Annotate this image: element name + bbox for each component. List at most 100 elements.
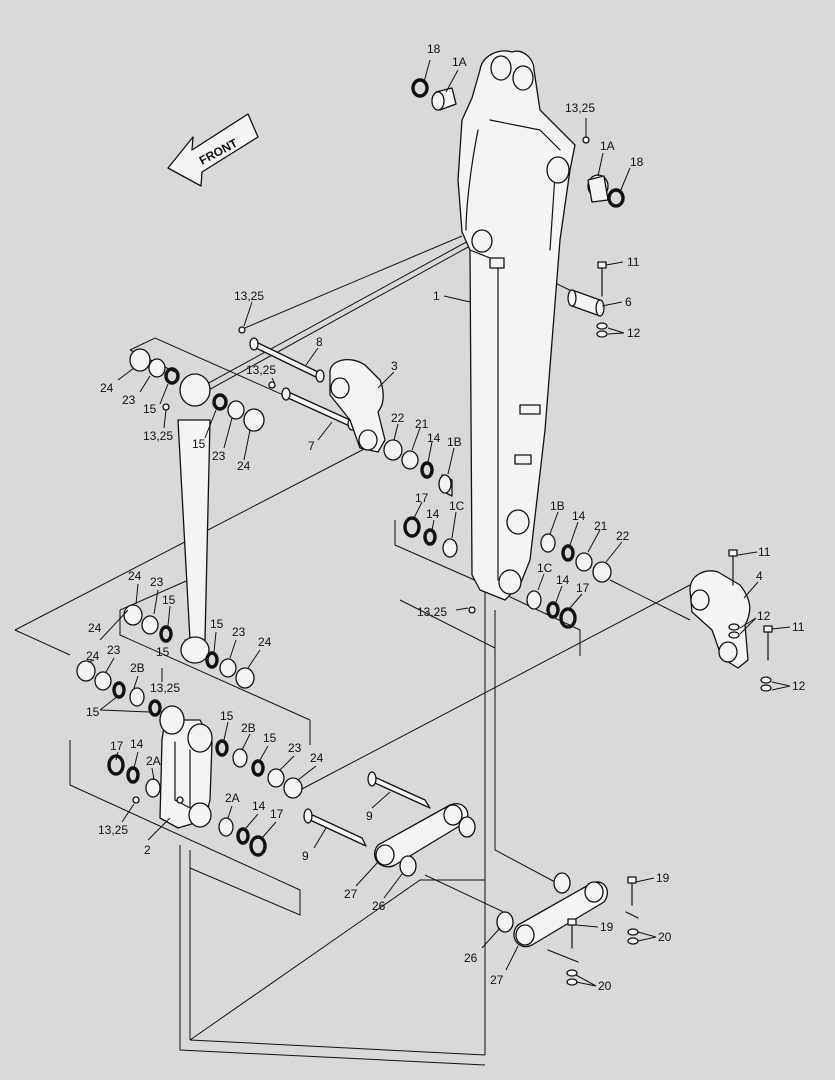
label-8: 8 bbox=[316, 335, 323, 349]
top-bushings bbox=[411, 78, 625, 208]
label-23: 23 bbox=[150, 575, 164, 589]
pins-8-7 bbox=[238, 326, 357, 431]
label-2b: 2B bbox=[241, 721, 256, 735]
label-20: 20 bbox=[598, 979, 612, 993]
assembly-lines bbox=[14, 235, 691, 1066]
label-11: 11 bbox=[627, 255, 640, 269]
label-15: 15 bbox=[86, 705, 100, 719]
label-17: 17 bbox=[270, 807, 284, 821]
label-12: 12 bbox=[757, 609, 771, 623]
label-13-25: 13,25 bbox=[565, 101, 595, 115]
label-26: 26 bbox=[464, 951, 478, 965]
middle-washers bbox=[383, 439, 458, 558]
label-11: 11 bbox=[792, 620, 805, 634]
bushing-1a bbox=[431, 91, 445, 111]
label-1a: 1A bbox=[452, 55, 467, 69]
part-labels: 18 1A 13,25 1A 18 11 1 6 12 13,25 8 13,2… bbox=[86, 42, 806, 993]
label-21: 21 bbox=[594, 519, 608, 533]
label-14: 14 bbox=[130, 737, 144, 751]
label-12: 12 bbox=[792, 679, 806, 693]
label-14: 14 bbox=[252, 799, 266, 813]
label-27: 27 bbox=[490, 973, 504, 987]
boom-cylinder bbox=[177, 373, 211, 664]
label-21: 21 bbox=[415, 417, 429, 431]
label-1b: 1B bbox=[550, 499, 565, 513]
leader-lines bbox=[87, 59, 791, 987]
label-24: 24 bbox=[237, 459, 251, 473]
link-upper bbox=[303, 771, 476, 877]
label-17: 17 bbox=[110, 739, 124, 753]
label-15: 15 bbox=[162, 593, 176, 607]
label-15: 15 bbox=[143, 402, 157, 416]
label-18: 18 bbox=[630, 155, 644, 169]
label-14: 14 bbox=[572, 509, 586, 523]
label-3: 3 bbox=[391, 359, 398, 373]
right-foot-washers bbox=[468, 533, 612, 629]
boom bbox=[457, 50, 576, 601]
ring-18b bbox=[607, 188, 625, 208]
label-15: 15 bbox=[156, 645, 170, 659]
label-7: 7 bbox=[308, 439, 315, 453]
rod-washers bbox=[123, 604, 255, 689]
label-14: 14 bbox=[556, 573, 570, 587]
label-15: 15 bbox=[210, 617, 224, 631]
link-lower bbox=[496, 872, 639, 986]
label-13-25: 13,25 bbox=[246, 363, 276, 377]
ring-18a bbox=[411, 78, 429, 98]
label-11: 11 bbox=[758, 545, 771, 559]
label-26: 26 bbox=[372, 899, 386, 913]
label-22: 22 bbox=[616, 529, 630, 543]
label-1b: 1B bbox=[447, 435, 462, 449]
label-22: 22 bbox=[391, 411, 405, 425]
label-23: 23 bbox=[288, 741, 302, 755]
bracket-2-washers bbox=[76, 660, 303, 857]
bracket-3 bbox=[329, 359, 386, 453]
label-1a: 1A bbox=[600, 139, 615, 153]
label-12: 12 bbox=[627, 326, 641, 340]
label-15: 15 bbox=[263, 731, 277, 745]
label-23: 23 bbox=[122, 393, 136, 407]
front-arrow: FRONT bbox=[167, 113, 259, 187]
label-24: 24 bbox=[86, 649, 100, 663]
label-14: 14 bbox=[427, 431, 441, 445]
label-18: 18 bbox=[427, 42, 441, 56]
bracket-2 bbox=[159, 705, 213, 829]
label-19: 19 bbox=[656, 871, 670, 885]
label-13-25: 13,25 bbox=[98, 823, 128, 837]
label-13-25: 13,25 bbox=[150, 681, 180, 695]
label-1c: 1C bbox=[537, 561, 553, 575]
label-2a: 2A bbox=[146, 754, 161, 768]
pin-6-group bbox=[567, 136, 608, 338]
label-27: 27 bbox=[344, 887, 358, 901]
label-17: 17 bbox=[576, 581, 590, 595]
label-2: 2 bbox=[144, 843, 151, 857]
label-9: 9 bbox=[366, 809, 373, 823]
label-24: 24 bbox=[310, 751, 324, 765]
label-24: 24 bbox=[100, 381, 114, 395]
label-13-25: 13,25 bbox=[417, 605, 447, 619]
label-19: 19 bbox=[600, 920, 614, 934]
label-2b: 2B bbox=[130, 661, 145, 675]
label-13-25: 13,25 bbox=[234, 289, 264, 303]
label-15: 15 bbox=[220, 709, 234, 723]
label-17: 17 bbox=[415, 491, 429, 505]
label-24: 24 bbox=[88, 621, 102, 635]
label-4: 4 bbox=[756, 569, 763, 583]
label-1c: 1C bbox=[449, 499, 465, 513]
label-24: 24 bbox=[128, 569, 142, 583]
label-13-25: 13,25 bbox=[143, 429, 173, 443]
label-9: 9 bbox=[302, 849, 309, 863]
label-23: 23 bbox=[232, 625, 246, 639]
label-23: 23 bbox=[212, 449, 226, 463]
label-1: 1 bbox=[433, 289, 440, 303]
label-6: 6 bbox=[625, 295, 632, 309]
bracket-4 bbox=[689, 549, 773, 692]
label-24: 24 bbox=[258, 635, 272, 649]
label-2a: 2A bbox=[225, 791, 240, 805]
label-20: 20 bbox=[658, 930, 672, 944]
label-15: 15 bbox=[192, 437, 206, 451]
label-23: 23 bbox=[107, 643, 121, 657]
label-14: 14 bbox=[426, 507, 440, 521]
